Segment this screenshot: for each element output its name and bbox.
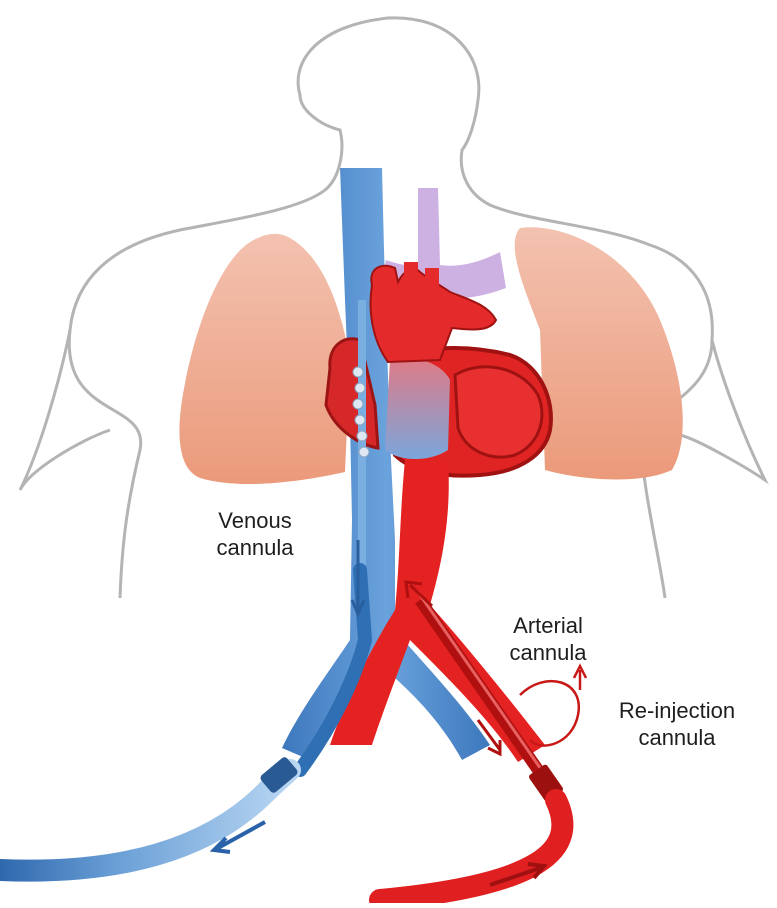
arterial-label-line1: Arterial: [478, 612, 618, 639]
venous-drainage-tube: [0, 770, 290, 871]
venous-label-line2: cannula: [190, 534, 320, 561]
reinjection-label-line2: cannula: [592, 724, 762, 751]
arterial-cannula-label: Arterial cannula: [478, 612, 618, 666]
aortic-branch-2: [404, 262, 418, 284]
right-arm-outline: [680, 340, 765, 480]
reinjection-up-arrow: [574, 666, 586, 690]
heart-atrium-mixing: [385, 358, 450, 459]
arterial-return-tube: [380, 800, 562, 900]
left-lung: [179, 234, 350, 484]
left-arm-outline: [20, 330, 110, 490]
reinjection-cannula-label: Re-injection cannula: [592, 697, 762, 751]
aortic-branch-1: [378, 272, 392, 292]
reinjection-label-line1: Re-injection: [592, 697, 762, 724]
venous-cannula-label: Venous cannula: [190, 507, 320, 561]
aortic-branch-3: [425, 268, 439, 290]
arterial-label-line2: cannula: [478, 639, 618, 666]
venous-label-line1: Venous: [190, 507, 320, 534]
